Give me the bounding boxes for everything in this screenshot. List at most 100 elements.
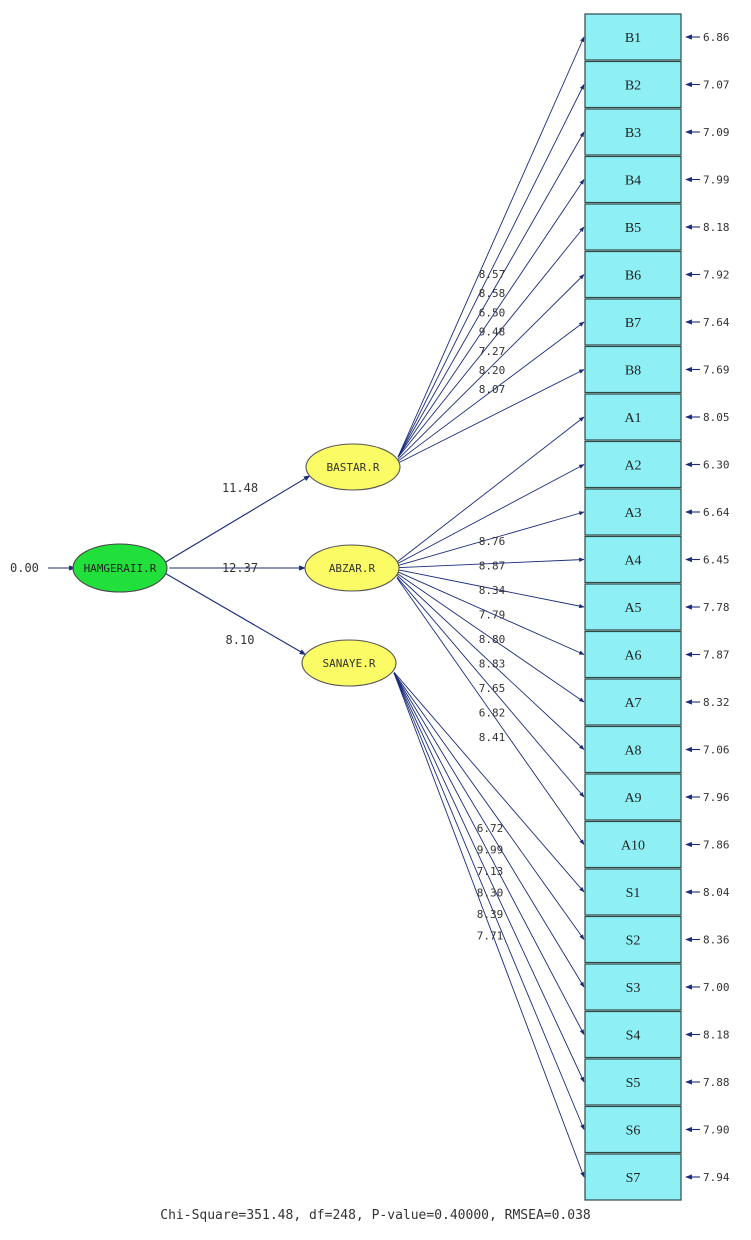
indicator-label-b8: B8 [625, 364, 641, 379]
indicator-label-s2: S2 [626, 934, 641, 949]
indicator-box-a7 [584, 678, 682, 726]
latent-ellipse-abzar-r [304, 544, 400, 592]
error-value-a10: 7.86 [703, 839, 730, 852]
path-to-a2 [396, 464, 585, 565]
path-to-a6 [396, 571, 585, 655]
loading-label-sanaye-2: 9.99 [477, 844, 504, 857]
error-value-a4: 6.45 [703, 554, 730, 567]
error-value-a8: 7.06 [703, 744, 730, 757]
path-to-b4 [397, 179, 585, 458]
indicator-label-a1: A1 [624, 411, 641, 426]
indicator-label-a8: A8 [624, 744, 641, 759]
loading-label-abzar-7: 7.65 [479, 682, 506, 695]
indicator-label-b5: B5 [625, 221, 641, 236]
loading-label-bastar-1: 8.57 [479, 268, 506, 281]
path-to-a10 [396, 577, 585, 845]
error-value-a6: 7.87 [703, 649, 730, 662]
indicator-box-a2 [584, 440, 682, 489]
error-value-b1: 6.86 [703, 31, 730, 44]
loading-label-bastar-4: 9.48 [479, 326, 506, 339]
path-to-s2 [393, 672, 585, 940]
indicator-box-b8 [584, 345, 682, 394]
indicator-box-s3 [584, 963, 682, 1011]
path-to-a9 [396, 576, 585, 798]
indicator-box-a6 [584, 630, 682, 679]
indicator-label-s6: S6 [626, 1124, 641, 1139]
error-value-s1: 8.04 [703, 886, 730, 899]
loading-label-sanaye-r: 8.10 [226, 633, 255, 647]
indicator-box-b6 [584, 250, 682, 299]
loading-label-abzar-2: 8.87 [479, 560, 506, 573]
path-to-b5 [397, 226, 585, 458]
loading-label-bastar-3: 6.50 [479, 306, 506, 319]
indicator-box-a10 [584, 820, 682, 869]
error-value-a3: 6.64 [703, 506, 730, 519]
indicator-label-a5: A5 [624, 601, 641, 616]
indicator-label-a9: A9 [624, 791, 641, 806]
loading-label-abzar-r: 12.37 [222, 561, 258, 575]
loading-label-sanaye-1: 6.72 [477, 822, 504, 835]
path-to-a4 [396, 557, 585, 569]
path-to-b1 [397, 36, 585, 458]
latent-label-hamgeraii-r: HAMGERAII.R [84, 562, 157, 575]
latent-ellipse-hamgeraii-r [72, 543, 168, 593]
error-value-b7: 7.64 [703, 316, 730, 329]
path-to-a5 [396, 569, 585, 609]
indicator-label-b7: B7 [625, 316, 641, 331]
latent-label-bastar-r: BASTAR.R [327, 461, 380, 474]
indicator-label-s4: S4 [626, 1029, 641, 1044]
latent-label-abzar-r: ABZAR.R [329, 562, 376, 575]
indicator-box-s1 [584, 868, 682, 916]
indicator-box-b3 [584, 108, 682, 156]
latent-ellipse-bastar-r [305, 443, 401, 491]
indicator-box-b7 [584, 298, 682, 346]
loading-label-sanaye-3: 7.13 [477, 865, 504, 878]
path-to-s3 [393, 672, 585, 988]
indicator-box-a5 [584, 583, 682, 631]
loading-labels: 11.4812.378.108.578.586.509.487.278.208.… [222, 268, 506, 943]
path-to-a3 [396, 511, 585, 567]
path-to-a7 [396, 572, 585, 703]
loading-label-bastar-5: 7.27 [479, 345, 506, 358]
indicator-box-s6 [584, 1105, 682, 1154]
indicator-label-s1: S1 [626, 886, 641, 901]
loading-label-abzar-5: 8.80 [479, 633, 506, 646]
error-value-s7: 7.94 [703, 1171, 730, 1184]
indicator-box-s4 [584, 1010, 682, 1059]
loading-label-sanaye-5: 8.39 [477, 908, 504, 921]
indicator-label-s5: S5 [626, 1076, 641, 1091]
loading-label-abzar-6: 8.83 [479, 658, 506, 671]
latent-ellipse-sanaye-r [301, 639, 397, 687]
latent-label-sanaye-r: SANAYE.R [323, 657, 376, 670]
error-value-s6: 7.90 [703, 1124, 730, 1137]
indicator-box-b4 [584, 155, 682, 204]
error-value-second-order: 0.00 [10, 561, 39, 575]
error-value-b3: 7.09 [703, 126, 730, 139]
indicator-box-a1 [584, 393, 682, 441]
indicator-label-b3: B3 [625, 126, 641, 141]
path-to-s5 [393, 672, 585, 1083]
loading-label-sanaye-4: 8.30 [477, 887, 504, 900]
error-value-s4: 8.18 [703, 1029, 730, 1042]
loading-label-abzar-8: 6.82 [479, 707, 506, 720]
loading-label-abzar-1: 8.76 [479, 535, 506, 548]
loading-label-bastar-7: 8.07 [479, 383, 506, 396]
path-to-s4 [393, 672, 585, 1035]
error-value-b4: 7.99 [703, 174, 730, 187]
path-to-b2 [397, 84, 585, 458]
indicator-label-a4: A4 [624, 554, 641, 569]
error-value-a5: 7.78 [703, 601, 730, 614]
path-to-a1 [396, 416, 585, 563]
indicator-label-a3: A3 [624, 506, 641, 521]
error-value-a7: 8.32 [703, 696, 730, 709]
fit-statistics: Chi-Square=351.48, df=248, P-value=0.400… [160, 1208, 591, 1223]
path-second-to-sanaye-r [165, 573, 307, 656]
error-value-a2: 6.30 [703, 459, 730, 472]
path-to-s7 [393, 672, 585, 1178]
indicator-box-a9 [584, 773, 682, 821]
path-second-to-bastar-r [164, 475, 311, 563]
indicator-box-b1 [584, 13, 682, 61]
error-value-s5: 7.88 [703, 1076, 730, 1089]
